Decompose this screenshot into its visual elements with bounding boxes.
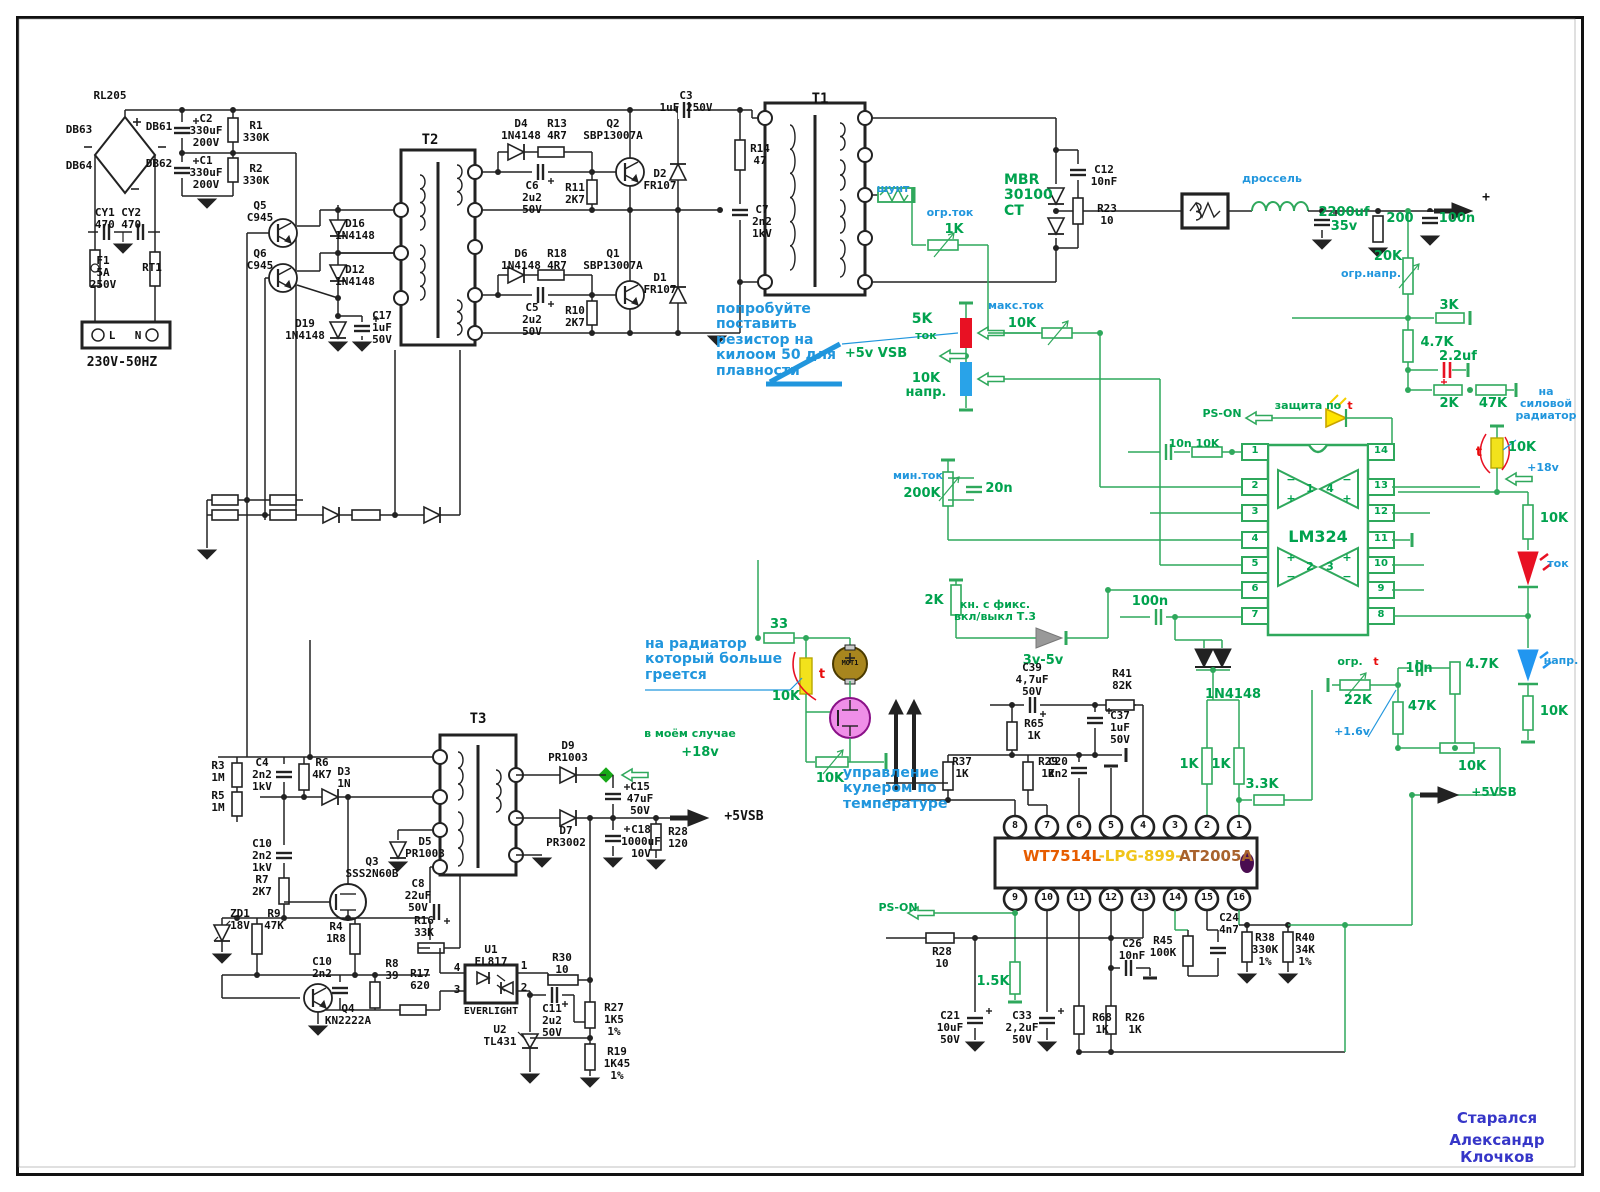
schematic-frame <box>16 16 1584 1176</box>
